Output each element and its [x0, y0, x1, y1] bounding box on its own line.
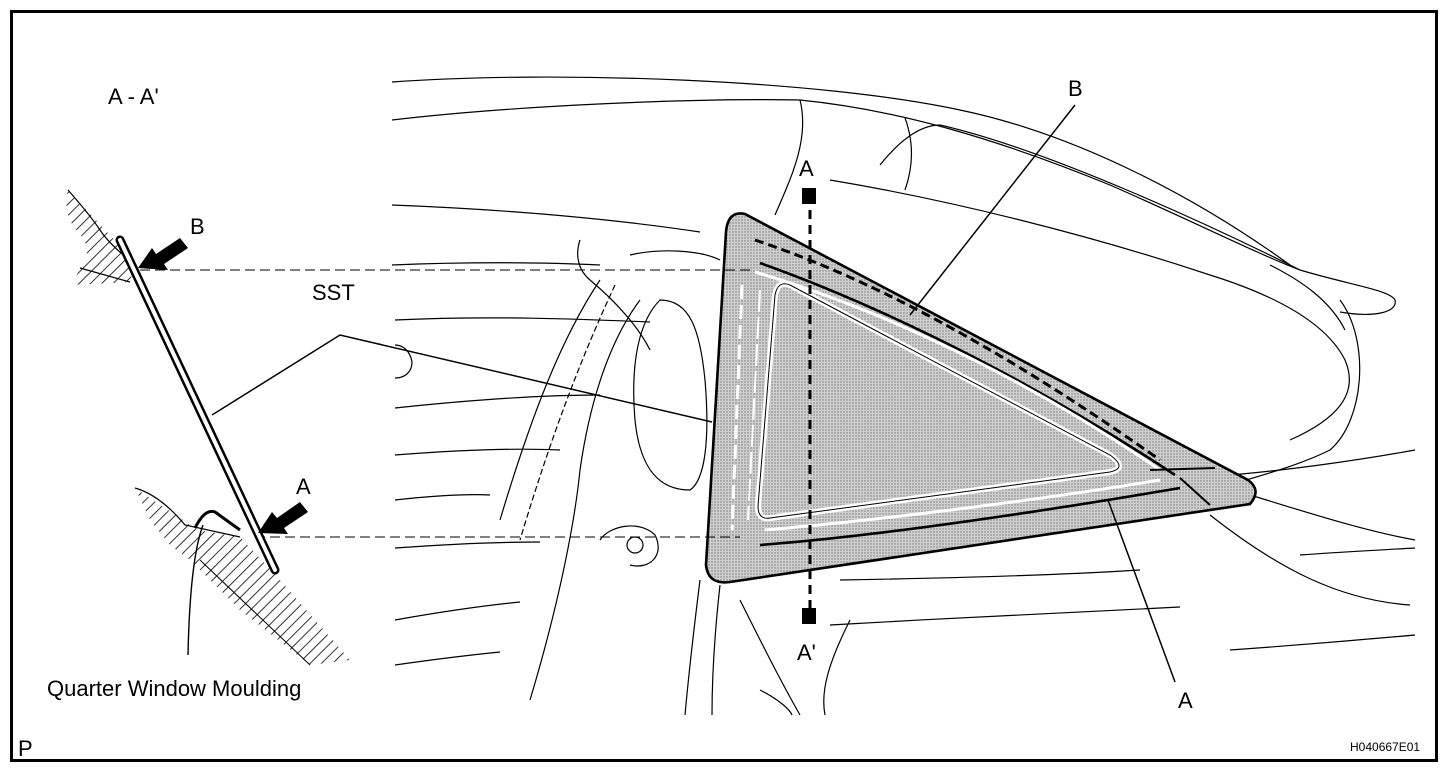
lower-body-hatch [135, 488, 350, 665]
section-title: A - A' [108, 84, 159, 109]
cross-section-view [66, 189, 350, 666]
label-a-top: A [799, 156, 814, 181]
label-a-prime: A' [797, 640, 816, 665]
label-a-right: A [1178, 688, 1193, 713]
figure-code: H040667E01 [1350, 740, 1421, 754]
section-line-a-a [802, 188, 816, 624]
corner-p: P [18, 736, 33, 761]
label-quarter-window-moulding: Quarter Window Moulding [47, 676, 302, 701]
label-b-right: B [1068, 76, 1083, 101]
label-sst: SST [312, 280, 355, 305]
leader-lines [140, 104, 1176, 683]
arrow-icon [138, 238, 188, 270]
upper-body-hatch [66, 190, 135, 285]
label-b-left: B [190, 214, 205, 239]
label-a-left: A [296, 474, 311, 499]
quarter-window-assembly [704, 212, 1257, 584]
car-body-outline [391, 76, 1416, 716]
moulding-b-dashed [754, 238, 1161, 462]
arrow-icon [258, 502, 308, 534]
